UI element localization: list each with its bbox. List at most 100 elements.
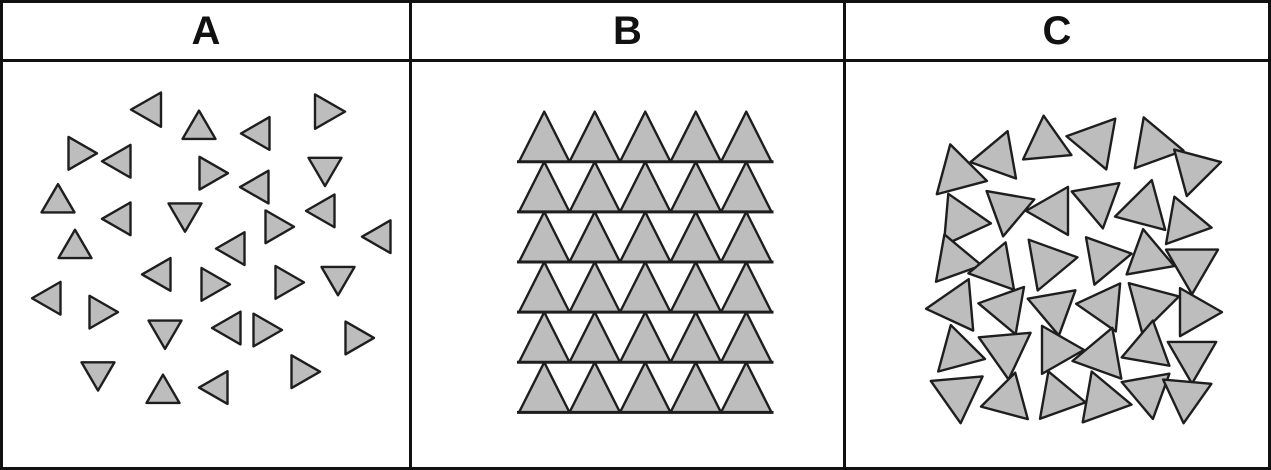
- packed-triangle: [938, 325, 985, 371]
- packed-triangle: [1166, 250, 1218, 295]
- scattered-triangle: [216, 232, 245, 265]
- packed-triangle: [1028, 290, 1076, 335]
- scattered-triangle: [149, 321, 182, 349]
- lattice-triangle: [620, 262, 671, 312]
- lattice-triangle: [519, 312, 570, 362]
- scattered-triangle: [102, 202, 131, 235]
- scattered-triangle: [202, 268, 231, 301]
- lattice-triangle: [519, 212, 570, 262]
- scattered-triangle: [200, 157, 229, 190]
- scattered-triangle: [169, 203, 202, 231]
- lattice-triangle: [721, 112, 772, 162]
- scattered-triangle: [90, 296, 119, 329]
- packed-triangle: [1166, 197, 1212, 244]
- panel-c: [846, 62, 1268, 467]
- packed-triangle: [1067, 119, 1116, 170]
- lattice-triangle: [620, 112, 671, 162]
- packed-triangle: [931, 376, 983, 423]
- packed-triangle: [1083, 372, 1132, 423]
- packed-triangle: [1174, 150, 1221, 196]
- packed-triangle: [1180, 288, 1222, 336]
- scattered-triangle: [147, 375, 180, 403]
- lattice-triangle: [519, 262, 570, 312]
- lattice-triangle: [721, 312, 772, 362]
- scattered-triangles-diagram: [3, 62, 409, 467]
- scattered-triangle: [276, 266, 305, 299]
- column-header-a: A: [3, 3, 409, 62]
- lattice-triangle: [671, 262, 722, 312]
- scattered-triangle: [254, 314, 283, 347]
- scattered-triangle: [131, 92, 161, 126]
- lattice-triangle: [519, 112, 570, 162]
- lattice-triangle: [671, 162, 722, 212]
- scattered-triangle: [102, 145, 131, 178]
- scattered-triangle: [362, 220, 391, 253]
- lattice-triangle: [671, 362, 722, 412]
- packed-triangle: [1072, 183, 1120, 228]
- packed-triangle: [1029, 240, 1078, 291]
- packed-triangle: [1168, 342, 1216, 384]
- packed-triangle: [1040, 371, 1086, 418]
- scattered-triangle: [32, 282, 61, 315]
- lattice-triangle: [519, 362, 570, 412]
- lattice-triangle: [570, 262, 621, 312]
- lattice-triangle: [721, 362, 772, 412]
- packed-triangle: [1163, 380, 1211, 424]
- scattered-triangle: [59, 230, 92, 258]
- packed-triangle: [937, 144, 987, 194]
- lattice-triangle: [671, 312, 722, 362]
- scattered-triangle: [142, 258, 171, 291]
- packed-triangle: [1042, 326, 1084, 374]
- panel-b: [412, 62, 843, 467]
- scattered-triangle: [212, 312, 241, 345]
- packed-triangle: [1076, 283, 1120, 331]
- scattered-triangle: [42, 184, 75, 212]
- packed-triangle: [979, 333, 1031, 380]
- column-header-b: B: [412, 3, 843, 62]
- lattice-triangle: [519, 162, 570, 212]
- scattered-triangle: [82, 362, 115, 390]
- ordered-triangle-lattice-diagram: [412, 62, 843, 467]
- column-b: B: [412, 3, 846, 467]
- packed-triangle: [926, 279, 973, 330]
- scattered-triangle: [322, 267, 355, 295]
- lattice-triangle: [671, 212, 722, 262]
- packed-triangle: [987, 191, 1035, 236]
- scattered-triangle: [346, 322, 375, 355]
- column-c: C: [846, 3, 1268, 467]
- lattice-triangle: [620, 162, 671, 212]
- lattice-triangle: [721, 262, 772, 312]
- scattered-triangle: [199, 371, 228, 404]
- column-header-c: C: [846, 3, 1268, 62]
- scattered-triangle: [183, 111, 216, 139]
- lattice-triangle: [570, 362, 621, 412]
- scattered-triangle: [241, 117, 270, 150]
- scattered-triangle: [309, 158, 342, 186]
- lattice-triangle: [570, 162, 621, 212]
- packed-disordered-triangles-diagram: [846, 62, 1268, 467]
- packed-triangle: [1023, 116, 1071, 160]
- lattice-triangle: [671, 112, 722, 162]
- packed-triangle: [1115, 180, 1165, 230]
- scattered-triangle: [240, 171, 269, 204]
- lattice-triangle: [620, 362, 671, 412]
- packed-triangle: [1026, 187, 1068, 235]
- packed-triangle: [981, 373, 1028, 419]
- packed-triangle: [978, 287, 1024, 334]
- panel-a: [3, 62, 409, 467]
- scattered-triangle: [266, 210, 295, 243]
- packed-triangle: [1086, 237, 1132, 284]
- scattered-triangle: [315, 94, 345, 128]
- lattice-triangle: [721, 212, 772, 262]
- lattice-triangle: [570, 312, 621, 362]
- lattice-triangle: [620, 312, 671, 362]
- lattice-triangle: [570, 212, 621, 262]
- scattered-triangle: [292, 355, 321, 388]
- lattice-triangle: [620, 212, 671, 262]
- column-a: A: [3, 3, 412, 467]
- scattered-triangle: [69, 137, 98, 170]
- lattice-triangle: [570, 112, 621, 162]
- scattered-triangle: [306, 195, 335, 228]
- packed-triangle: [944, 194, 991, 245]
